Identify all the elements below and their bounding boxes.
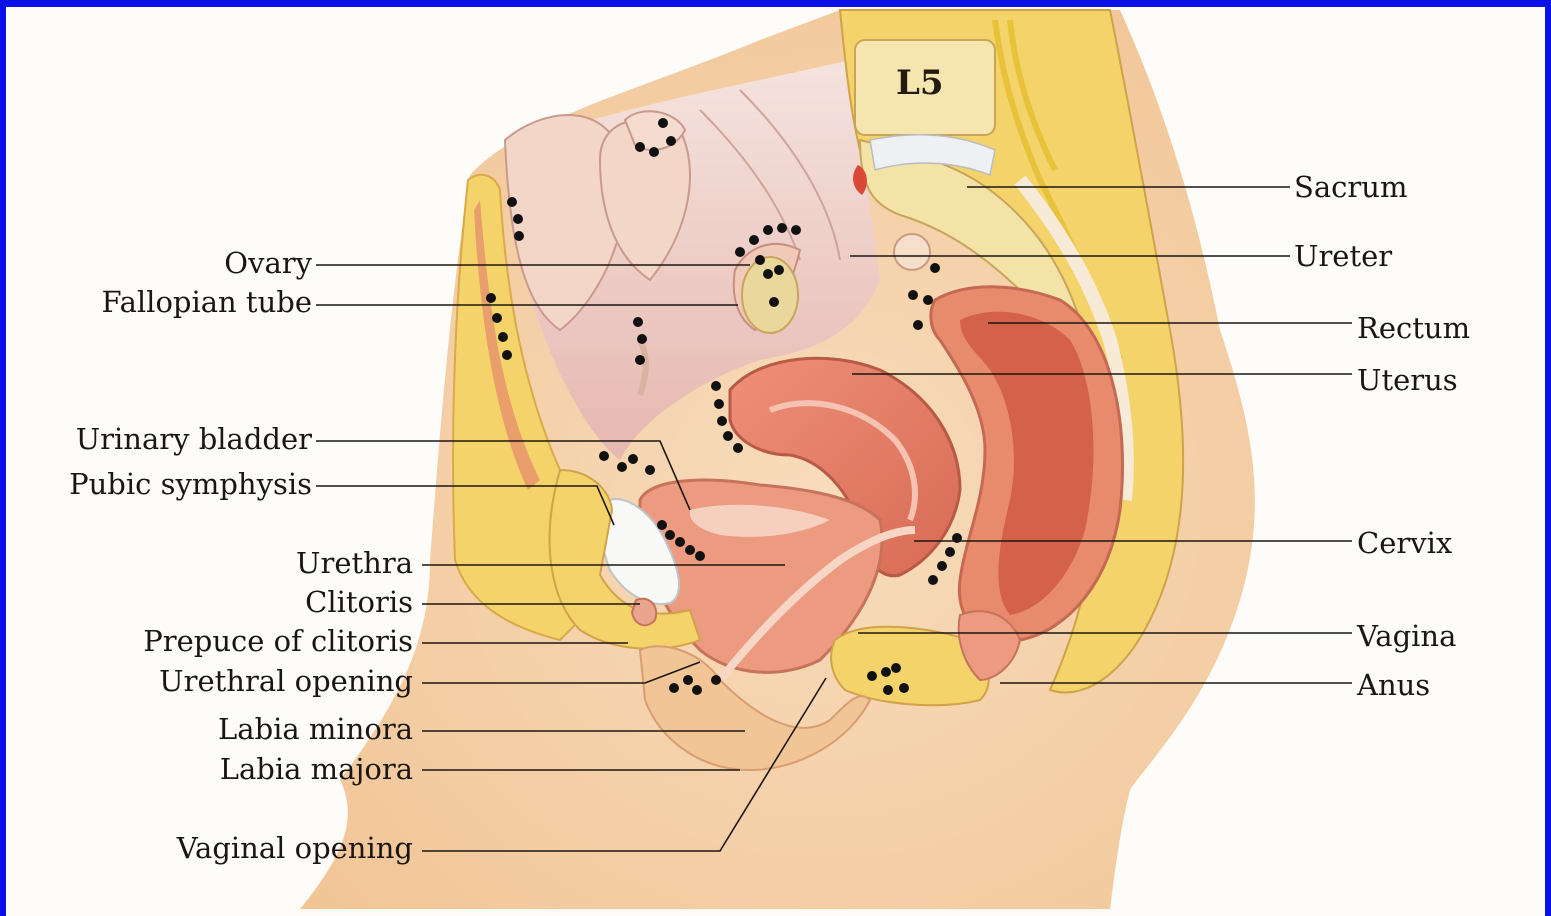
label-cervix: Cervix: [1357, 526, 1452, 560]
label-vagina: Vagina: [1356, 619, 1456, 653]
ureter: [894, 234, 930, 270]
label-urethra: Urethra: [296, 546, 413, 580]
left-labels: Ovary Fallopian tube Urinary bladder Pub…: [69, 246, 413, 865]
label-urinary-bladder: Urinary bladder: [76, 422, 312, 456]
label-prepuce-of-clitoris: Prepuce of clitoris: [143, 624, 413, 658]
label-labia-minora: Labia minora: [218, 712, 413, 746]
clitoris: [632, 599, 656, 626]
label-labia-majora: Labia majora: [220, 752, 413, 786]
right-labels: Sacrum Ureter Rectum Uterus Cervix Vagin…: [1294, 170, 1470, 702]
label-sacrum: Sacrum: [1294, 170, 1407, 204]
label-pubic-symphysis: Pubic symphysis: [69, 467, 312, 501]
vertebra-l5-label: L5: [896, 63, 944, 103]
label-uterus: Uterus: [1357, 363, 1458, 397]
pelvis-sagittal-diagram: L5 Ovary Fallopian tube Urinary bladder …: [6, 7, 1545, 916]
ovary: [742, 257, 798, 333]
label-vaginal-opening: Vaginal opening: [176, 831, 413, 865]
label-ureter: Ureter: [1294, 239, 1392, 273]
label-urethral-opening: Urethral opening: [159, 664, 413, 698]
label-ovary: Ovary: [224, 246, 312, 280]
diagram-frame: L5 Ovary Fallopian tube Urinary bladder …: [6, 7, 1545, 916]
label-anus: Anus: [1356, 668, 1430, 702]
label-rectum: Rectum: [1357, 311, 1470, 345]
label-fallopian-tube: Fallopian tube: [101, 285, 312, 319]
label-clitoris: Clitoris: [305, 585, 413, 619]
